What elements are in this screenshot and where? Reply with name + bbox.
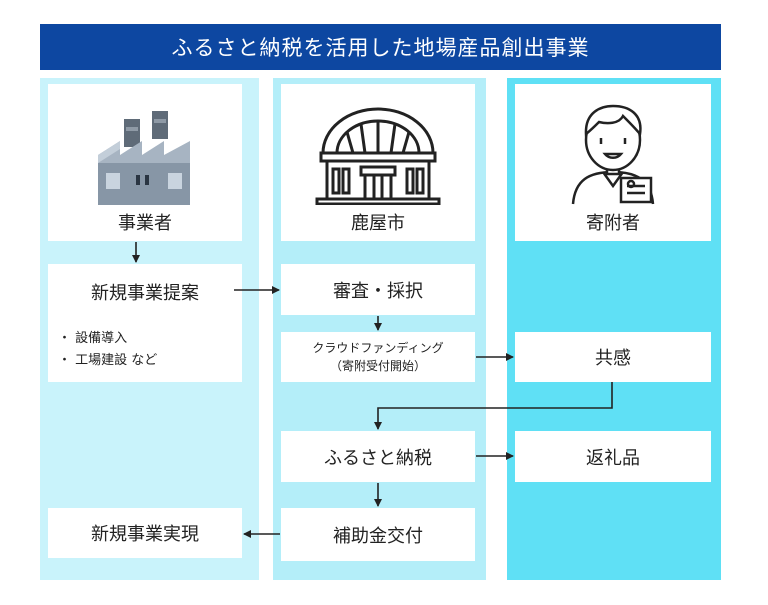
crowdfunding-sublabel: （寄附受付開始） (329, 359, 426, 373)
review-label: 審査・採択 (333, 280, 423, 302)
grant-box: 補助金交付 (281, 508, 475, 561)
grant-label: 補助金交付 (333, 525, 423, 547)
empathy-box: 共感 (515, 332, 711, 382)
city-actor-label: 鹿屋市 (351, 213, 405, 234)
furusato-tax-label: ふるさと納税 (324, 447, 432, 469)
project-realized-label: 新規事業実現 (91, 524, 199, 545)
city-hall-icon (315, 107, 441, 205)
crowdfunding-box: クラウドファンディング （寄附受付開始） (281, 332, 475, 382)
factory-icon (98, 111, 190, 205)
donor-actor-card: 寄附者 (515, 84, 711, 241)
arrow-empathy-to-furusato (374, 382, 613, 430)
furusato-tax-box: ふるさと納税 (281, 431, 475, 482)
gift-box: 返礼品 (515, 431, 711, 482)
business-actor-label: 事業者 (118, 213, 172, 234)
bullet-factory: ・ 工場建設 など (58, 353, 158, 368)
business-actor-card: 事業者 (48, 84, 242, 241)
new-proposal-box: 新規事業提案 (48, 264, 242, 320)
donor-person-icon (571, 104, 655, 205)
diagram-title: ふるさと納税を活用した地場産品創出事業 (40, 24, 721, 70)
bullet-equipment: ・ 設備導入 (58, 331, 128, 346)
new-proposal-label: 新規事業提案 (91, 283, 199, 304)
project-realized-box: 新規事業実現 (48, 508, 242, 558)
crowdfunding-label: クラウドファンディング (312, 341, 444, 355)
review-box: 審査・採択 (281, 264, 475, 315)
gift-label: 返礼品 (586, 447, 640, 469)
empathy-label: 共感 (595, 348, 631, 369)
donor-actor-label: 寄附者 (586, 213, 640, 234)
proposal-details: ・ 設備導入 ・ 工場建設 など (48, 318, 242, 382)
city-actor-card: 鹿屋市 (281, 84, 475, 241)
